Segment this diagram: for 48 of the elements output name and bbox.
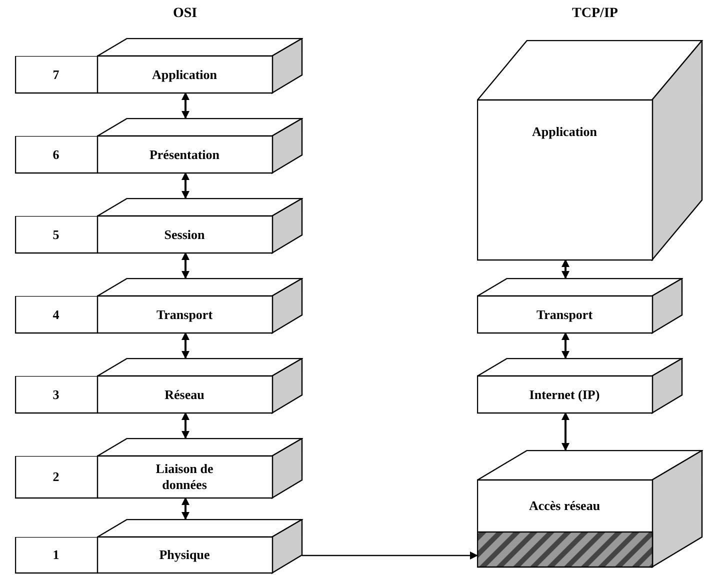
layer-block	[477, 450, 702, 567]
arrow	[302, 552, 478, 560]
arrow	[182, 412, 190, 439]
layer-name: Présentation	[149, 146, 220, 162]
arrow	[182, 497, 190, 520]
arrow	[182, 252, 190, 279]
layer-name: Internet (IP)	[529, 386, 600, 402]
arrow	[182, 172, 190, 199]
layer-block	[477, 358, 682, 413]
layer-name: Réseau	[164, 386, 204, 402]
column-heading: TCP/IP	[572, 6, 618, 22]
layer-name: Liaison de données	[154, 461, 214, 493]
arrow	[182, 92, 190, 119]
layer-number: 7	[52, 66, 60, 82]
layer-block	[97, 118, 302, 173]
arrow	[562, 412, 570, 451]
arrow	[182, 332, 190, 359]
layer-number: 4	[52, 306, 60, 322]
layer-number: 1	[52, 547, 60, 563]
layer-block	[97, 38, 302, 93]
layer-number: 6	[52, 146, 60, 162]
layer-block	[97, 198, 302, 253]
layer-block	[477, 278, 682, 333]
layer-block	[97, 278, 302, 333]
layer-number-box	[15, 56, 97, 93]
layer-name: Application	[532, 124, 597, 140]
layer-name: Application	[152, 66, 217, 82]
layer-block	[477, 40, 702, 260]
layer-block	[97, 438, 302, 498]
layer-name: Physique	[159, 547, 210, 563]
layer-number-box	[15, 216, 97, 253]
layer-block	[97, 358, 302, 413]
arrow	[562, 332, 570, 359]
column-heading: OSI	[172, 6, 198, 22]
layer-number: 2	[52, 469, 60, 485]
layer-number-box	[15, 537, 97, 573]
layer-name: Session	[164, 226, 205, 242]
layer-number-box	[15, 296, 97, 333]
layer-number-box	[15, 136, 97, 173]
layer-number: 5	[52, 226, 60, 242]
layer-name: Transport	[156, 306, 213, 322]
layer-number-box	[15, 376, 97, 413]
layer-name: Accès réseau	[528, 498, 600, 514]
layer-number-box	[15, 456, 97, 498]
arrow	[562, 259, 570, 279]
layer-number: 3	[52, 386, 60, 402]
layer-name: Transport	[536, 306, 593, 322]
layer-block	[97, 519, 302, 573]
